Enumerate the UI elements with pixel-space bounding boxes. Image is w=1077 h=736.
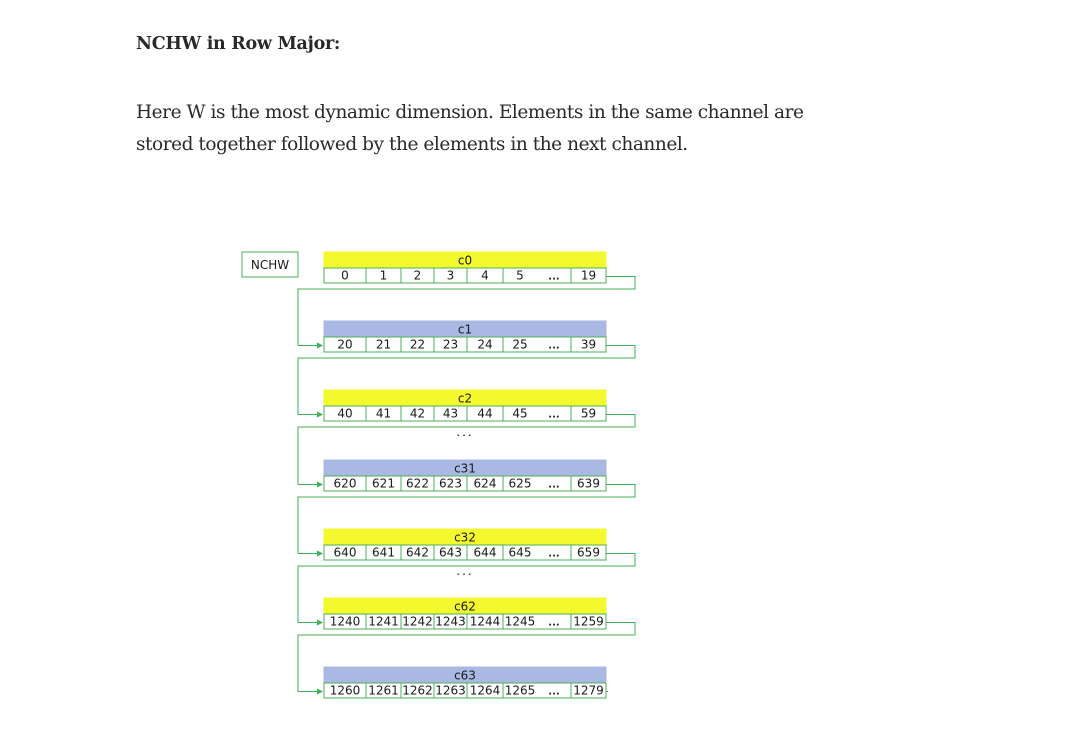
cell-value: 1260: [330, 684, 361, 698]
cell-value: 3: [447, 269, 455, 283]
cell-value: 0: [341, 269, 349, 283]
cell-value: 1261: [368, 684, 399, 698]
cell-value: 1262: [402, 684, 433, 698]
cell-value: 623: [439, 477, 462, 491]
row-connector-arrow: [297, 622, 636, 695]
cell-value: 622: [406, 477, 429, 491]
cell-value: 20: [337, 338, 352, 352]
channel-block-c0: c0 0 1 2 3 4 5... 19: [323, 251, 607, 284]
cell-value: 42: [410, 407, 425, 421]
row-connector-arrow: [297, 414, 636, 488]
cell-value: 621: [372, 477, 395, 491]
body-paragraph: Here W is the most dynamic dimension. El…: [136, 102, 804, 155]
cell-value: 45: [512, 407, 527, 421]
omitted-channels-ellipsis: ...: [456, 425, 473, 439]
cell-value: 2: [414, 269, 422, 283]
element-row: [323, 613, 607, 630]
cell-value: 24: [477, 338, 492, 352]
cell-value: 1240: [330, 615, 361, 629]
channel-block-c31: c31 620 621 622 623 624 625... 639: [323, 459, 607, 492]
row-connector-arrow: [297, 276, 636, 349]
element-row: [323, 682, 607, 699]
section-heading: NCHW in Row Major:: [136, 34, 341, 54]
channel-block-c1: c1 20 21 22 23 24 25... 39: [323, 320, 607, 353]
cell-value: 1264: [470, 684, 501, 698]
cell-value: 645: [509, 546, 532, 560]
cell-value: 4: [481, 269, 489, 283]
channel-block-c2: c2 40 41 42 43 44 45... 59: [323, 389, 607, 422]
omitted-channels-ellipsis: ...: [456, 564, 473, 578]
channel-name: c1: [458, 323, 472, 337]
cell-value: 1243: [435, 615, 466, 629]
cell-value: 23: [443, 338, 458, 352]
cell-value: 625: [509, 477, 532, 491]
cell-value: 39: [581, 338, 596, 352]
cell-value: 59: [581, 407, 596, 421]
channel-name: c2: [458, 392, 472, 406]
cell-value: 1259: [573, 615, 604, 629]
cell-ellipsis: ...: [548, 480, 559, 491]
cell-ellipsis: ...: [548, 341, 559, 352]
cell-value: 1242: [402, 615, 433, 629]
cell-value: 624: [474, 477, 497, 491]
element-row: [323, 475, 607, 492]
row-connector-arrow: [297, 553, 636, 626]
cell-value: 40: [337, 407, 352, 421]
row-connector-arrow: [297, 484, 636, 557]
channel-block-c32: c32 640 641 642 643 644 645... 659: [323, 528, 607, 561]
channel-name: c32: [454, 531, 476, 545]
cell-value: 640: [334, 546, 357, 560]
cell-value: 1244: [470, 615, 501, 629]
cell-value: 1263: [435, 684, 466, 698]
cell-value: 644: [474, 546, 497, 560]
cell-value: 22: [410, 338, 425, 352]
cell-value: 1: [380, 269, 388, 283]
cell-ellipsis: ...: [548, 549, 559, 560]
cell-value: 21: [376, 338, 391, 352]
cell-value: 19: [581, 269, 596, 283]
cell-value: 1241: [368, 615, 399, 629]
cell-value: 643: [439, 546, 462, 560]
cell-value: 1265: [505, 684, 536, 698]
cell-value: 620: [334, 477, 357, 491]
element-row: [323, 267, 607, 284]
channel-name: c62: [454, 600, 476, 614]
cell-ellipsis: ...: [548, 410, 559, 421]
cell-ellipsis: ...: [548, 272, 559, 283]
cell-value: 25: [512, 338, 527, 352]
channel-name: c63: [454, 669, 476, 683]
cell-value: 1279: [573, 684, 604, 698]
cell-value: 44: [477, 407, 492, 421]
channel-name: c0: [458, 254, 472, 268]
element-row: [323, 336, 607, 353]
cell-ellipsis: ...: [548, 618, 559, 629]
cell-value: 641: [372, 546, 395, 560]
cell-value: 642: [406, 546, 429, 560]
cell-value: 5: [516, 269, 524, 283]
element-row: [323, 544, 607, 561]
cell-value: 41: [376, 407, 391, 421]
cell-value: 639: [577, 477, 600, 491]
nchw-label-box: [241, 251, 299, 278]
element-row: [323, 405, 607, 422]
channel-name: c31: [454, 462, 476, 476]
cell-ellipsis: ...: [548, 687, 559, 698]
cell-value: 43: [443, 407, 458, 421]
row-connector-arrow: [297, 345, 636, 418]
cell-value: 1245: [505, 615, 536, 629]
cell-value: 659: [577, 546, 600, 560]
nchw-label-text: NCHW: [251, 258, 289, 272]
